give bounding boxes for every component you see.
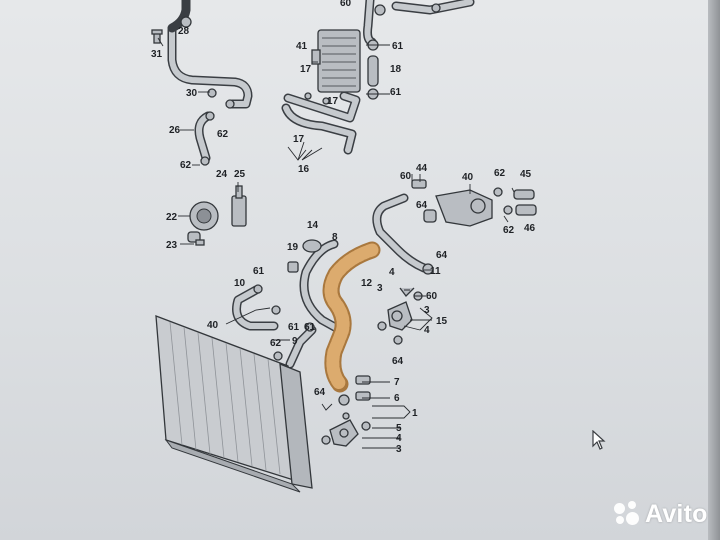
label-3: 3	[424, 305, 430, 316]
label-1: 1	[412, 408, 418, 419]
label-61: 61	[392, 41, 404, 52]
seal-14	[302, 239, 322, 253]
coolant-pump-22	[187, 201, 219, 243]
label-4: 4	[389, 267, 395, 278]
bracket-24-25	[231, 185, 247, 227]
hose-11	[372, 193, 434, 275]
label-16: 16	[298, 164, 310, 175]
label-60: 60	[400, 171, 412, 182]
bolt-31	[151, 29, 163, 44]
hose-10	[232, 284, 281, 331]
label-64: 64	[416, 200, 428, 211]
label-60: 60	[340, 0, 352, 9]
hose-26	[194, 111, 215, 166]
monitor-bezel	[708, 0, 720, 540]
top-right-pipes	[363, 0, 475, 47]
hose-18	[367, 39, 379, 100]
label-14: 14	[307, 220, 319, 231]
label-11: 11	[430, 266, 441, 277]
label-22: 22	[166, 212, 178, 223]
label-19: 19	[287, 242, 299, 253]
label-6: 6	[394, 393, 400, 404]
radiator-40	[155, 315, 313, 493]
label-40: 40	[462, 172, 474, 183]
label-61: 61	[304, 322, 316, 333]
bolt-23	[195, 239, 205, 246]
coolant-pipe-30	[167, 0, 253, 109]
hose-12-highlighted	[322, 241, 381, 393]
oil-cooler-41	[311, 29, 361, 93]
label-26: 26	[169, 125, 181, 136]
clamp-19	[287, 261, 299, 273]
label-3: 3	[396, 444, 402, 455]
label-9: 9	[292, 336, 298, 347]
label-62: 62	[270, 338, 282, 349]
label-4: 4	[396, 433, 402, 444]
label-3: 3	[377, 283, 383, 294]
label-62: 62	[180, 160, 192, 171]
label-31: 31	[151, 49, 163, 60]
label-5: 5	[396, 423, 402, 434]
label-44: 44	[416, 163, 428, 174]
hose-46	[503, 204, 537, 216]
label-61: 61	[288, 322, 300, 333]
leader-lines	[157, 37, 515, 449]
label-28: 28	[178, 26, 190, 37]
label-62: 62	[217, 129, 229, 140]
label-8: 8	[332, 232, 338, 243]
avito-brand-text: Avito	[645, 499, 708, 528]
label-17: 17	[300, 64, 312, 75]
hose-9	[273, 322, 317, 369]
sensor-44	[411, 179, 427, 189]
label-23: 23	[166, 240, 178, 251]
label-24: 24	[216, 169, 228, 180]
label-18: 18	[390, 64, 402, 75]
label-30: 30	[186, 88, 198, 99]
label-64: 64	[436, 250, 448, 261]
part-number-labels: 28 60 31 30 41 61 17 18 61 17 26 62 17 1…	[151, 0, 536, 455]
label-46: 46	[524, 223, 536, 234]
label-62: 62	[503, 225, 515, 236]
coolant-pipe-16	[281, 91, 361, 155]
label-62: 62	[494, 168, 506, 179]
hose-45	[493, 187, 535, 200]
label-12: 12	[361, 278, 373, 289]
label-10: 10	[234, 278, 246, 289]
label-60: 60	[426, 291, 438, 302]
label-61: 61	[390, 87, 402, 98]
avito-logo-icon	[614, 501, 640, 527]
mouse-pointer-icon	[592, 430, 606, 450]
hose-8	[299, 239, 345, 335]
label-61: 61	[253, 266, 265, 277]
label-17: 17	[327, 96, 339, 107]
label-41: 41	[296, 41, 308, 52]
label-40: 40	[207, 320, 219, 331]
label-64: 64	[314, 387, 326, 398]
thermostat-housing-40	[423, 189, 493, 227]
label-25: 25	[234, 169, 246, 180]
label-15: 15	[436, 316, 448, 327]
label-4: 4	[424, 325, 430, 336]
label-64: 64	[392, 356, 404, 367]
avito-watermark: Avito	[614, 498, 708, 530]
flange-1	[321, 375, 371, 447]
label-45: 45	[520, 169, 532, 180]
label-17: 17	[293, 134, 305, 145]
label-7: 7	[394, 377, 400, 388]
